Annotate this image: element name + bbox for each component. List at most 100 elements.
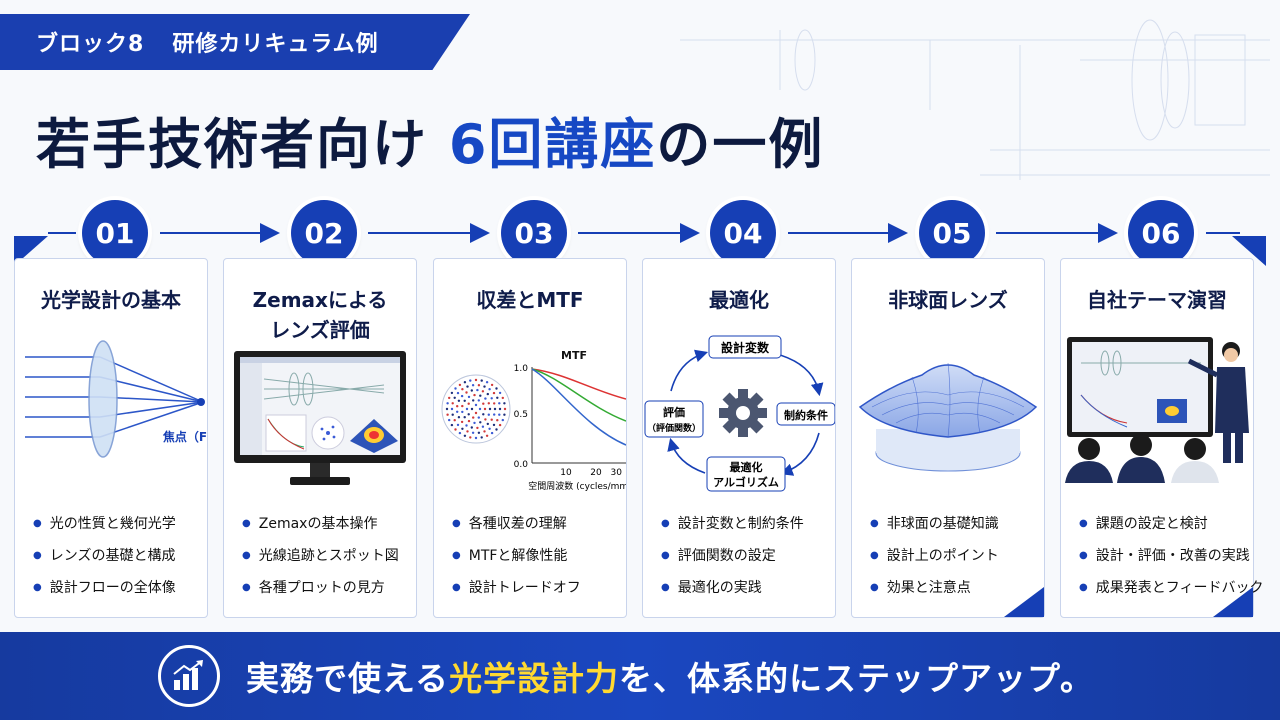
spot-dot <box>451 402 454 405</box>
footer-banner: 実務で使える光学設計力を、体系的にステップアップ。 <box>0 632 1280 720</box>
mtf-title: MTF <box>561 349 587 362</box>
spot-dot <box>457 399 461 402</box>
monitor-illustration <box>234 351 406 485</box>
spot-dot <box>480 379 483 382</box>
list-item: 光線追跡とスポット図 <box>242 541 412 573</box>
spot-dot <box>456 423 460 427</box>
spot-dot <box>465 424 468 427</box>
spot-dot <box>483 407 487 411</box>
spot-dot <box>448 396 451 400</box>
spot-dot <box>498 402 501 405</box>
spot-dot <box>472 399 475 402</box>
spot-dot <box>480 436 483 439</box>
spot-dot <box>456 405 459 408</box>
spot-dot <box>486 392 489 396</box>
spot-dot <box>488 388 491 391</box>
block-tag: ブロック8 研修カリキュラム例 <box>0 14 470 70</box>
spot-dot <box>482 402 485 405</box>
mtf-ytick-0: 0.0 <box>514 460 529 470</box>
spot-dot <box>448 418 451 422</box>
list-item: 設計上のポイント <box>870 541 1040 573</box>
list-item: 光の性質と幾何光学 <box>33 509 203 541</box>
mtf-xtick-30: 30 <box>611 468 623 478</box>
spot-dot <box>483 385 486 388</box>
spot-dot <box>465 407 469 411</box>
step-title: 自社テーマ演習 <box>1087 288 1227 312</box>
spot-dot <box>473 421 476 425</box>
spot-dot <box>503 407 507 411</box>
spot-dot <box>474 411 478 415</box>
spot-dot <box>456 410 459 413</box>
spot-dot <box>495 387 498 390</box>
list-item: 設計フローの全体像 <box>33 573 203 605</box>
spot-dot <box>453 419 456 422</box>
cycle-optimization: 最適化 <box>730 460 763 474</box>
spot-dot <box>482 413 485 416</box>
bullet-list: 課題の設定と検討 設計・評価・改善の実践 成果発表とフィードバック <box>1079 509 1264 605</box>
spot-dot <box>490 418 493 421</box>
gear-icon <box>719 389 767 437</box>
step-card-05: 非球面レンズ 非球面の基礎知識 設計上のポイント 効果と注意点 <box>851 258 1045 618</box>
list-item: Zemaxの基本操作 <box>242 509 412 541</box>
spot-dot <box>453 396 456 399</box>
spot-dot <box>493 413 496 416</box>
spot-dot <box>471 431 475 434</box>
footer-message: 実務で使える光学設計力を、体系的にステップアップ。 <box>246 659 1095 698</box>
list-item: 効果と注意点 <box>870 573 1040 605</box>
mtf-xtick-20: 20 <box>590 468 602 478</box>
step-connectors <box>48 223 1240 243</box>
bullet-list: 非球面の基礎知識 設計上のポイント 効果と注意点 <box>870 509 1040 605</box>
focus-label: 焦点（F） <box>162 429 207 444</box>
spot-dot <box>454 428 457 431</box>
growth-chart-icon <box>158 645 220 707</box>
step-card-01: 光学設計の基本 焦点（F） 光の性質と幾何光学 レンズの基礎と構成 設計フローの… <box>14 258 208 618</box>
spot-dot <box>496 419 499 422</box>
spot-dot <box>476 426 479 430</box>
spot-dot <box>485 434 489 437</box>
step-card-06: 自社テーマ演習 課題の設定と検討 設計・評価・改善の実践 成果発表とフィードバッ… <box>1060 258 1264 618</box>
bullet-list: 設計変数と制約条件 評価関数の設定 最適化の実践 <box>661 509 831 605</box>
spot-dot <box>458 383 462 387</box>
spot-dot <box>454 387 457 390</box>
spot-dot <box>446 402 449 405</box>
spot-dot <box>477 399 480 402</box>
list-item: MTFと解像性能 <box>452 541 622 573</box>
spot-dot <box>463 416 466 419</box>
spot-dot <box>450 407 454 411</box>
spot-dot <box>486 422 489 426</box>
spot-dot <box>479 394 482 397</box>
spot-dot <box>474 436 478 440</box>
spot-dot <box>472 416 475 419</box>
spot-dot <box>466 385 469 388</box>
spot-dot <box>451 413 454 416</box>
title-part2: の一例 <box>656 113 825 176</box>
page-title: 若手技術者向け 6回講座の一例 <box>36 100 824 179</box>
spot-dot <box>474 378 478 382</box>
spot-dot <box>503 413 506 416</box>
spot-dot <box>490 383 494 387</box>
spot-dot <box>495 428 498 431</box>
spot-dot <box>470 407 474 411</box>
title-highlight: 6回講座 <box>448 113 657 176</box>
step-card-03: 収差とMTF MTF 1.0 0.5 0.0 10 20 30 空間周波数 (c… <box>433 258 627 618</box>
spot-dot <box>481 390 485 393</box>
spot-dot <box>478 407 482 411</box>
title-part1: 若手技術者向け <box>36 113 449 176</box>
cycle-design-variables: 設計変数 <box>721 340 770 355</box>
spot-dot <box>445 407 449 411</box>
spot-dot <box>461 427 464 430</box>
spot-dot <box>503 402 506 405</box>
spot-dot <box>467 413 470 416</box>
spot-dot <box>477 384 481 387</box>
spot-dot <box>488 427 491 430</box>
spot-dot <box>467 402 470 405</box>
spot-dot <box>465 391 468 394</box>
spot-dot <box>467 395 471 399</box>
spot-dot <box>463 434 467 437</box>
spot-dot <box>456 391 460 395</box>
spot-dot <box>487 402 490 405</box>
spot-dot <box>461 388 464 391</box>
cycle-algorithm: アルゴリズム <box>713 475 779 489</box>
spot-dot <box>469 379 472 382</box>
